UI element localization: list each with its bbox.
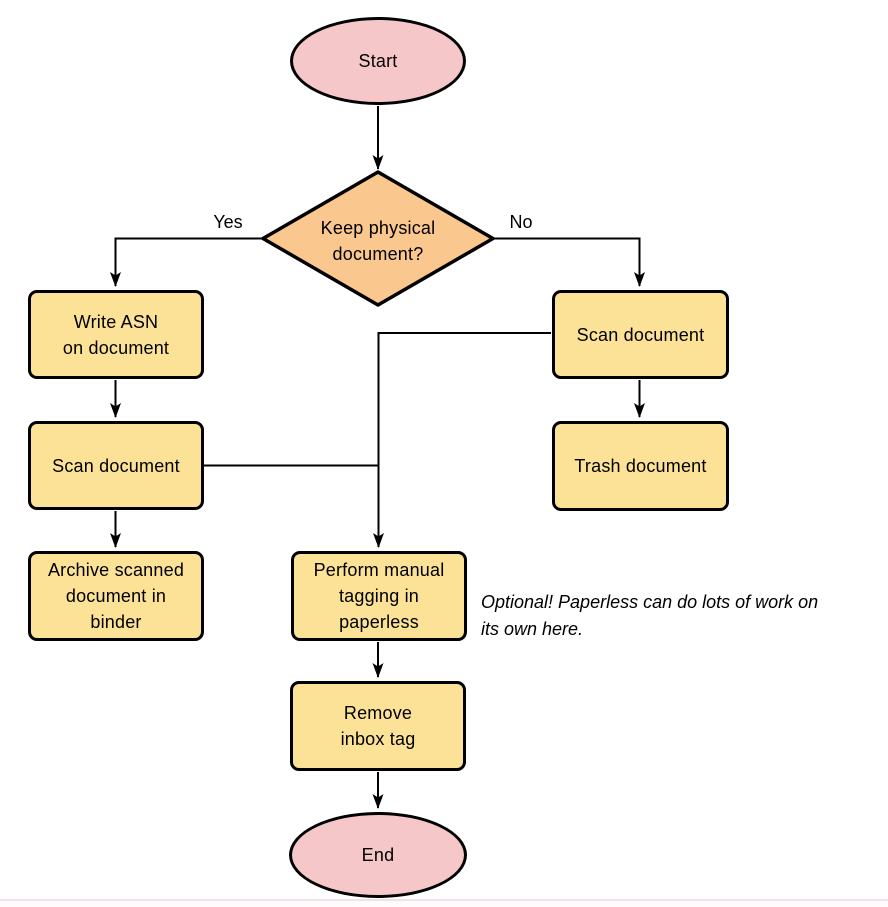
- edge-label-yes: Yes: [213, 212, 243, 232]
- node-remove-inbox: Remove inbox tag: [290, 681, 466, 771]
- node-end: End: [289, 812, 467, 898]
- node-scan-keep-label: Scan document: [52, 455, 180, 476]
- page-bottom-edge: [0, 899, 888, 901]
- edge-decision-yes-to-write-asn: [110, 237, 264, 287]
- optional-note: Optional! Paperless can do lots of work …: [481, 592, 819, 639]
- page-below-edge: [0, 901, 888, 907]
- node-tagging: Perform manual tagging in paperless: [291, 551, 467, 641]
- edge-scan-discard-to-tagging: [373, 332, 551, 548]
- node-scan-discard-label: Scan document: [576, 324, 705, 345]
- node-trash-label: Trash document: [574, 456, 707, 476]
- node-end-label: End: [361, 845, 395, 865]
- node-start-label: Start: [358, 51, 398, 71]
- node-trash: Trash document: [552, 421, 729, 511]
- node-remove-inbox-label: Remove inbox tag: [340, 703, 416, 749]
- node-tagging-label: Perform manual tagging in paperless: [313, 560, 445, 632]
- edge-label-no: No: [509, 212, 533, 232]
- decision-diamond-shape: [261, 170, 495, 307]
- node-decision: Keep physical document?: [278, 214, 478, 268]
- node-scan-keep: Scan document: [28, 421, 204, 510]
- node-scan-discard: Scan document: [552, 290, 729, 379]
- node-start: Start: [290, 17, 466, 105]
- node-decision-label: Keep physical document?: [320, 218, 436, 264]
- edge-decision-no-to-scan: [492, 237, 645, 287]
- node-write-asn: Write ASN on document: [28, 290, 204, 379]
- node-write-asn-label: Write ASN on document: [62, 311, 170, 358]
- node-archive: Archive scanned document in binder: [28, 551, 204, 641]
- node-archive-label: Archive scanned document in binder: [47, 560, 185, 632]
